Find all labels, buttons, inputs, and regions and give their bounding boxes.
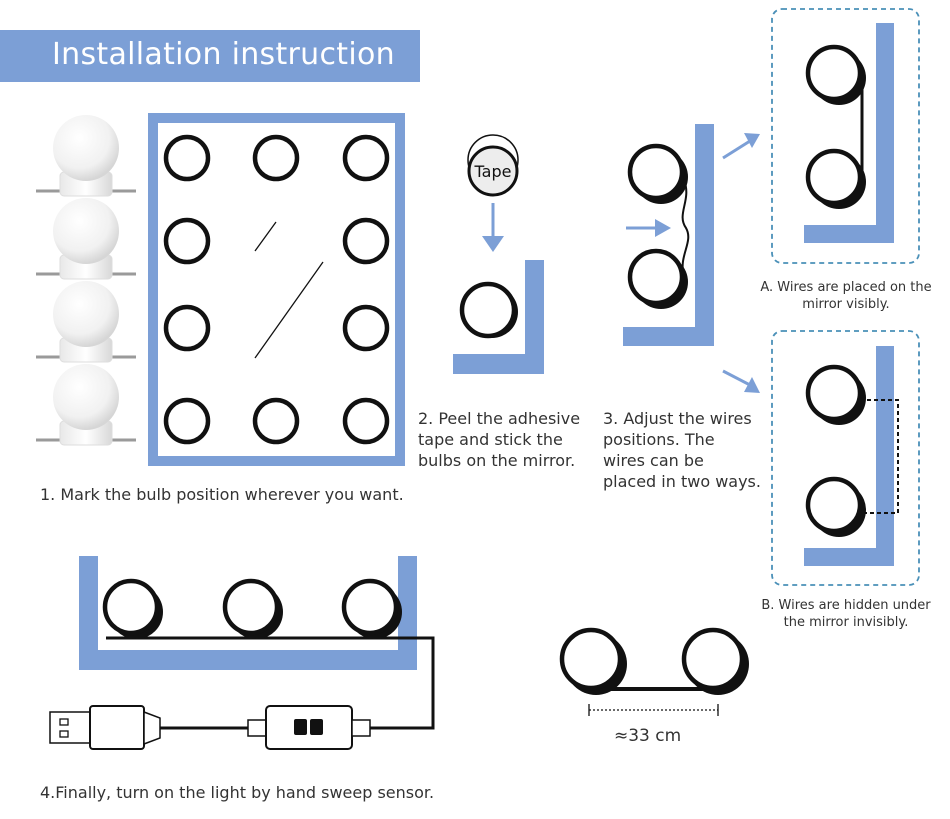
tape-icon: Tape [467,134,519,197]
arrow-down-right-icon [722,369,760,393]
mirror-corner-step3 [623,124,714,346]
step-4-caption: 4.Finally, turn on the light by hand swe… [40,783,435,802]
option-b-caption: B. Wires are hidden under the mirror inv… [761,598,931,630]
title-banner [0,30,420,82]
mirror-reflection-line [254,261,324,359]
spacing-label: ≈33 cm [614,726,682,746]
option-a-frame [771,8,920,264]
page-title: Installation instruction [52,37,395,72]
option-b-frame [771,330,920,586]
bulb-product-icon [36,198,136,280]
down-arrow-icon [482,203,504,252]
mirror-reflection-line [254,221,277,252]
bulb-product-icon [36,115,136,197]
arrow-up-right-icon [722,133,760,160]
bulb-spacing-diagram [559,627,749,716]
bulb-product-icon [36,281,136,363]
step-1-caption: 1. Mark the bulb position wherever you w… [40,485,404,504]
bulb-positions [163,134,390,445]
bulb-product-icon [36,364,136,446]
tape-label: Tape [474,162,512,181]
option-a-caption: A. Wires are placed on the mirror visibl… [760,280,932,312]
mirror-bottom-step4 [79,556,435,730]
usb-plug-icon [49,705,161,750]
right-arrow-icon [626,219,671,237]
sensor-switch-icon [247,705,371,750]
bulb-column [36,115,136,446]
step-2-caption: 2. Peel the adhesive tape and stick the … [418,409,581,470]
step-3-caption: 3. Adjust the wires positions. The wires… [603,409,761,491]
mirror-corner-step2 [453,260,544,374]
mirror-with-bulbs [148,113,405,466]
